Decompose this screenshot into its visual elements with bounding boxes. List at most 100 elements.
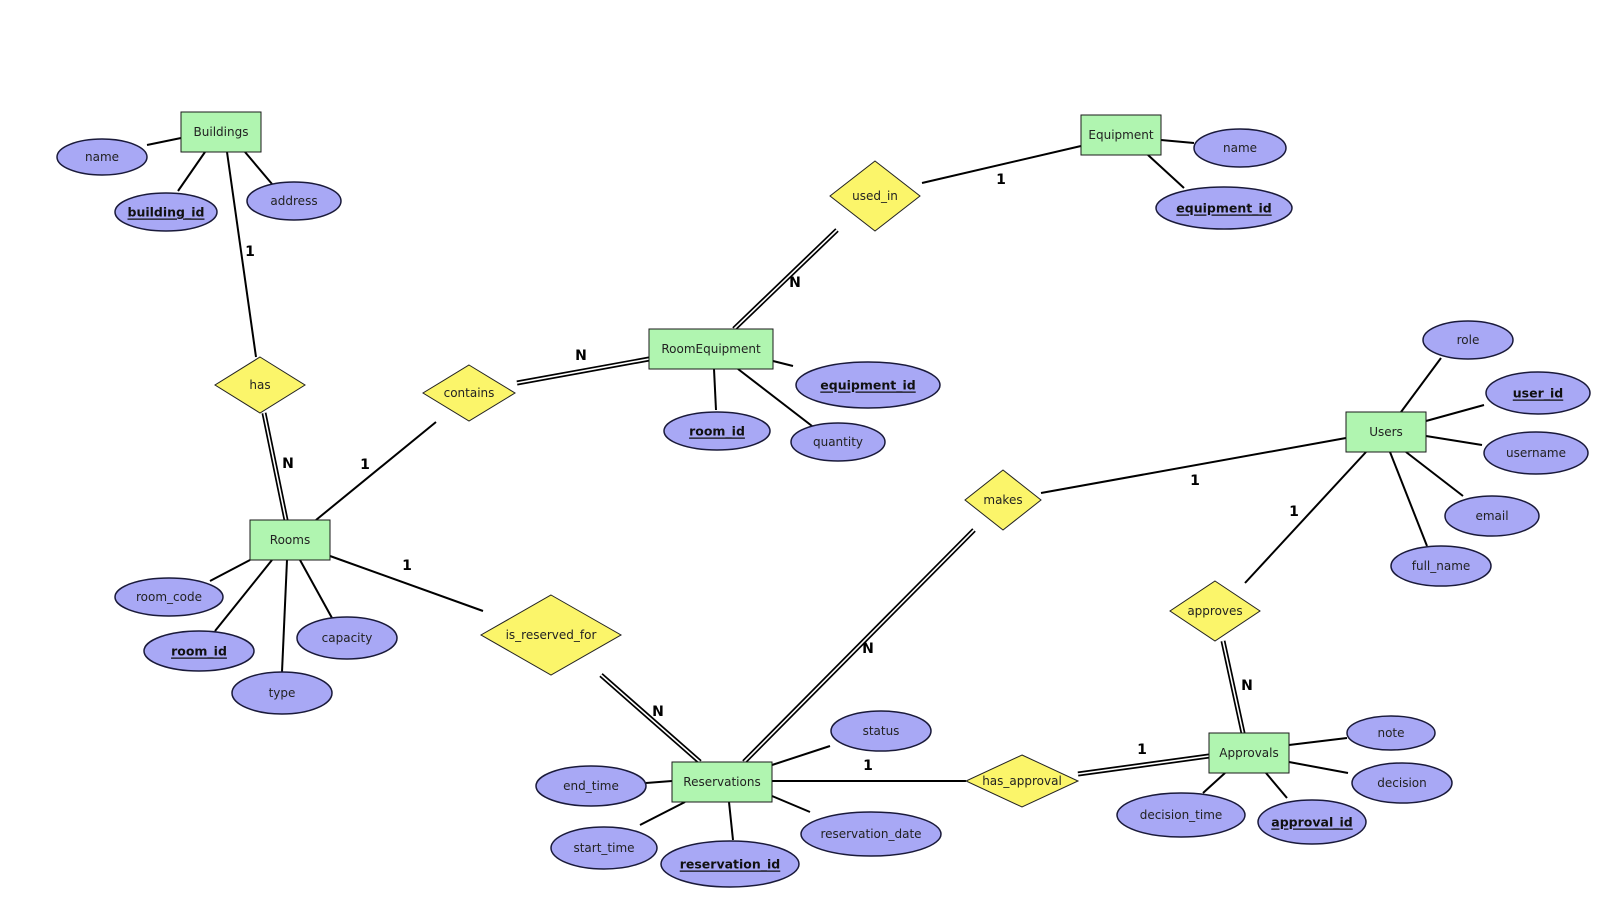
relationship-connector-has-rooms-total-inner: [263, 412, 287, 521]
entity-box[interactable]: [671, 761, 773, 803]
attribute-rs-reservation-date[interactable]: reservation_date: [800, 811, 942, 857]
attribute-ellipse[interactable]: [535, 765, 647, 807]
entity-reservations[interactable]: Reservations: [671, 761, 773, 803]
attribute-ellipse[interactable]: [1351, 762, 1453, 804]
attribute-u-username[interactable]: username: [1483, 431, 1589, 475]
relationship-makes[interactable]: makes: [964, 469, 1042, 531]
entity-equipment[interactable]: Equipment: [1080, 114, 1162, 156]
attribute-r-room-id[interactable]: room_id: [143, 630, 255, 672]
attribute-e-name[interactable]: name: [1193, 128, 1287, 168]
relationship-connector-approves-users: [1244, 451, 1367, 584]
attribute-label: reservation_date: [820, 827, 921, 841]
attribute-label: name: [85, 150, 119, 164]
key-attribute-ellipse[interactable]: [1257, 799, 1367, 845]
attribute-a-decision[interactable]: decision: [1351, 762, 1453, 804]
relationship-has-approval[interactable]: has_approval: [964, 754, 1080, 808]
attribute-r-room-code[interactable]: room_code: [114, 577, 224, 617]
cardinality-label: 1: [245, 244, 255, 260]
entity-users[interactable]: Users: [1345, 411, 1427, 453]
attribute-ellipse[interactable]: [1346, 715, 1436, 751]
key-attribute-ellipse[interactable]: [114, 192, 218, 232]
attribute-ellipse[interactable]: [1444, 495, 1540, 537]
relationship-is-reserved-for[interactable]: is_reserved_for: [479, 594, 623, 676]
attribute-ellipse[interactable]: [1193, 128, 1287, 168]
relationship-connector-has-rooms-total: [261, 412, 289, 521]
attribute-e-equipment-id[interactable]: equipment_id: [1155, 186, 1293, 230]
entity-box[interactable]: [1345, 411, 1427, 453]
attribute-ellipse[interactable]: [296, 616, 398, 660]
attribute-r-capacity[interactable]: capacity: [296, 616, 398, 660]
attribute-ellipse[interactable]: [246, 181, 342, 221]
entity-buildings[interactable]: Buildings: [180, 111, 262, 153]
attribute-ellipse[interactable]: [550, 826, 658, 870]
attribute-ellipse[interactable]: [231, 671, 333, 715]
relationship-diamond[interactable]: [1169, 580, 1261, 642]
attribute-ellipse[interactable]: [1390, 545, 1492, 587]
key-attribute-label: approval_id: [1271, 815, 1352, 831]
relationship-contains[interactable]: contains: [422, 364, 516, 422]
key-attribute-ellipse[interactable]: [1485, 371, 1591, 415]
relationship-connector-used-in-equipment: [921, 145, 1082, 184]
attribute-ellipse[interactable]: [1422, 320, 1514, 360]
attribute-rs-reservation-id[interactable]: reservation_id: [660, 840, 800, 888]
attribute-b-address[interactable]: address: [246, 181, 342, 221]
relationship-diamond[interactable]: [964, 754, 1080, 808]
attribute-ellipse[interactable]: [790, 422, 886, 462]
attribute-u-full-name[interactable]: full_name: [1390, 545, 1492, 587]
key-attribute-ellipse[interactable]: [143, 630, 255, 672]
attribute-connector-re-quantity: [737, 368, 813, 427]
attribute-a-note[interactable]: note: [1346, 715, 1436, 751]
attribute-ellipse[interactable]: [1116, 792, 1246, 838]
attribute-ellipse[interactable]: [114, 577, 224, 617]
entity-box[interactable]: [1208, 732, 1290, 774]
attribute-u-email[interactable]: email: [1444, 495, 1540, 537]
cardinality-label: 1: [863, 758, 873, 774]
attribute-re-room-id[interactable]: room_id: [663, 411, 771, 451]
attribute-b-name[interactable]: name: [56, 138, 148, 176]
attribute-ellipse[interactable]: [1483, 431, 1589, 475]
relationship-diamond[interactable]: [422, 364, 516, 422]
key-attribute-label: room_id: [689, 424, 745, 440]
cardinality-label: N: [282, 456, 294, 472]
entity-box[interactable]: [249, 519, 331, 561]
attribute-re-quantity[interactable]: quantity: [790, 422, 886, 462]
relationship-has[interactable]: has: [214, 356, 306, 414]
entity-box[interactable]: [180, 111, 262, 153]
key-attribute-ellipse[interactable]: [660, 840, 800, 888]
attribute-connector-rs-status: [771, 745, 831, 766]
attribute-rs-start-time[interactable]: start_time: [550, 826, 658, 870]
attribute-rs-end-time[interactable]: end_time: [535, 765, 647, 807]
key-attribute-ellipse[interactable]: [663, 411, 771, 451]
attribute-b-building-id[interactable]: building_id: [114, 192, 218, 232]
attribute-rs-status[interactable]: status: [830, 710, 932, 752]
relationship-diamond[interactable]: [214, 356, 306, 414]
attribute-ellipse[interactable]: [56, 138, 148, 176]
key-attribute-ellipse[interactable]: [1155, 186, 1293, 230]
entity-rooms[interactable]: Rooms: [249, 519, 331, 561]
attribute-label: username: [1506, 446, 1566, 460]
entity-box[interactable]: [648, 328, 774, 370]
attribute-connector-r-room-code: [209, 559, 251, 582]
key-attribute-ellipse[interactable]: [795, 361, 941, 409]
attribute-re-equipment-id[interactable]: equipment_id: [795, 361, 941, 409]
entity-approvals[interactable]: Approvals: [1208, 732, 1290, 774]
relationship-diamond[interactable]: [479, 594, 623, 676]
entity-roomequipment[interactable]: RoomEquipment: [648, 328, 774, 370]
relationship-used-in[interactable]: used_in: [829, 160, 921, 232]
relationship-diamond[interactable]: [964, 469, 1042, 531]
attribute-u-user-id[interactable]: user_id: [1485, 371, 1591, 415]
attribute-a-decision-time[interactable]: decision_time: [1116, 792, 1246, 838]
relationship-connector-contains-rooms: [315, 421, 437, 521]
entity-label: Users: [1369, 425, 1403, 439]
relationship-approves[interactable]: approves: [1169, 580, 1261, 642]
attribute-u-role[interactable]: role: [1422, 320, 1514, 360]
attribute-ellipse[interactable]: [830, 710, 932, 752]
key-attribute-label: equipment_id: [1176, 201, 1271, 217]
relationship-diamond[interactable]: [829, 160, 921, 232]
attribute-r-type[interactable]: type: [231, 671, 333, 715]
entity-box[interactable]: [1080, 114, 1162, 156]
attribute-a-approval-id[interactable]: approval_id: [1257, 799, 1367, 845]
relationship-connector-approves-approvals-total-inner: [1222, 640, 1244, 734]
attribute-ellipse[interactable]: [800, 811, 942, 857]
